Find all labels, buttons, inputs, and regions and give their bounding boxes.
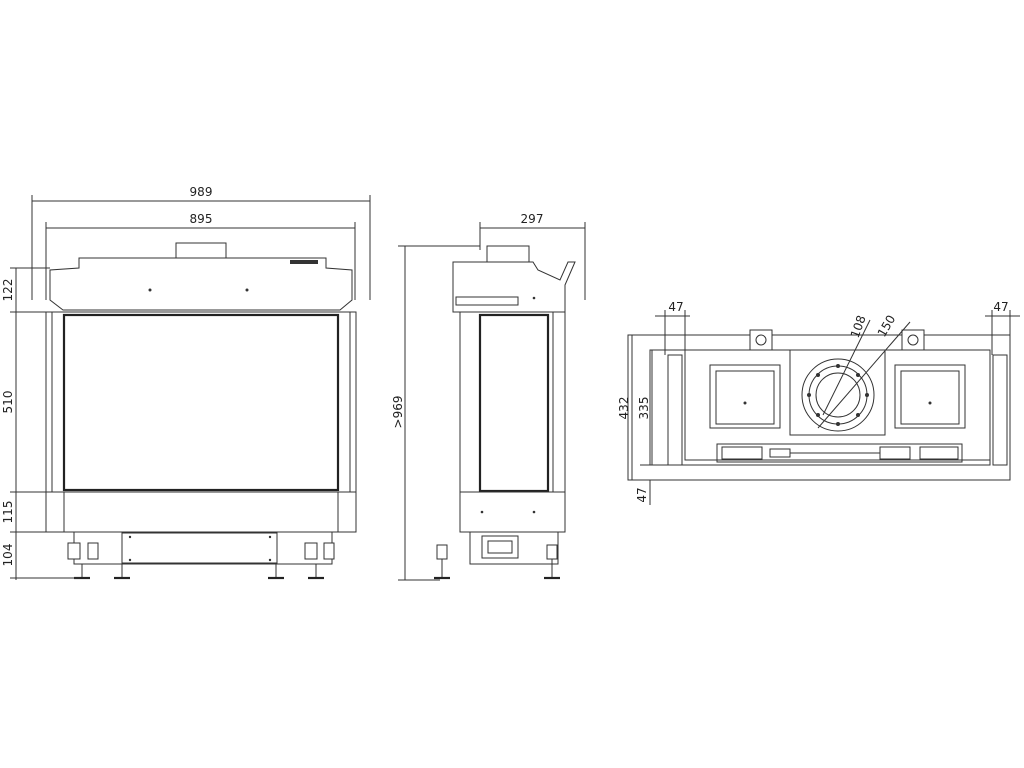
- front-base: [45, 491, 357, 533]
- front-legs-height-label: 104: [1, 544, 15, 567]
- dim-top-offsets: 47 47: [655, 300, 1020, 385]
- front-top-height-label: 122: [1, 279, 15, 302]
- front-glass-body: [45, 311, 357, 493]
- front-base-height-label: 115: [1, 501, 15, 524]
- top-view: 47 47: [617, 300, 1020, 505]
- top-outer-depth-label: 432: [617, 397, 631, 420]
- top-left-offset-label: 47: [668, 300, 683, 314]
- front-legs: [67, 531, 335, 580]
- front-glass-height-label: 510: [1, 391, 15, 414]
- flue-inner-diameter-label: 108: [848, 313, 869, 339]
- dim-front-heights: 122 510 115 104: [1, 267, 80, 580]
- front-inner-width-label: 895: [190, 212, 213, 226]
- front-top-hood: [49, 242, 353, 311]
- side-view: 297 >969: [391, 212, 586, 581]
- top-inner-depth-label: 335: [637, 397, 651, 420]
- front-overall-width-label: 989: [190, 185, 213, 199]
- dim-top-depths: 432 335 47: [617, 335, 660, 505]
- side-depth-label: 297: [521, 212, 544, 226]
- top-bottom-offset-label: 47: [635, 487, 649, 502]
- side-height-label: >969: [391, 396, 405, 429]
- dim-front-overall-width: 989: [31, 185, 371, 300]
- dim-front-inner-width: 895: [45, 212, 356, 300]
- dim-side-depth: 297: [479, 212, 586, 300]
- flue-outlet: 108 150: [789, 313, 911, 436]
- front-view: 989 895: [1, 185, 371, 580]
- dim-side-height: >969: [391, 245, 480, 581]
- top-right-offset-label: 47: [993, 300, 1008, 314]
